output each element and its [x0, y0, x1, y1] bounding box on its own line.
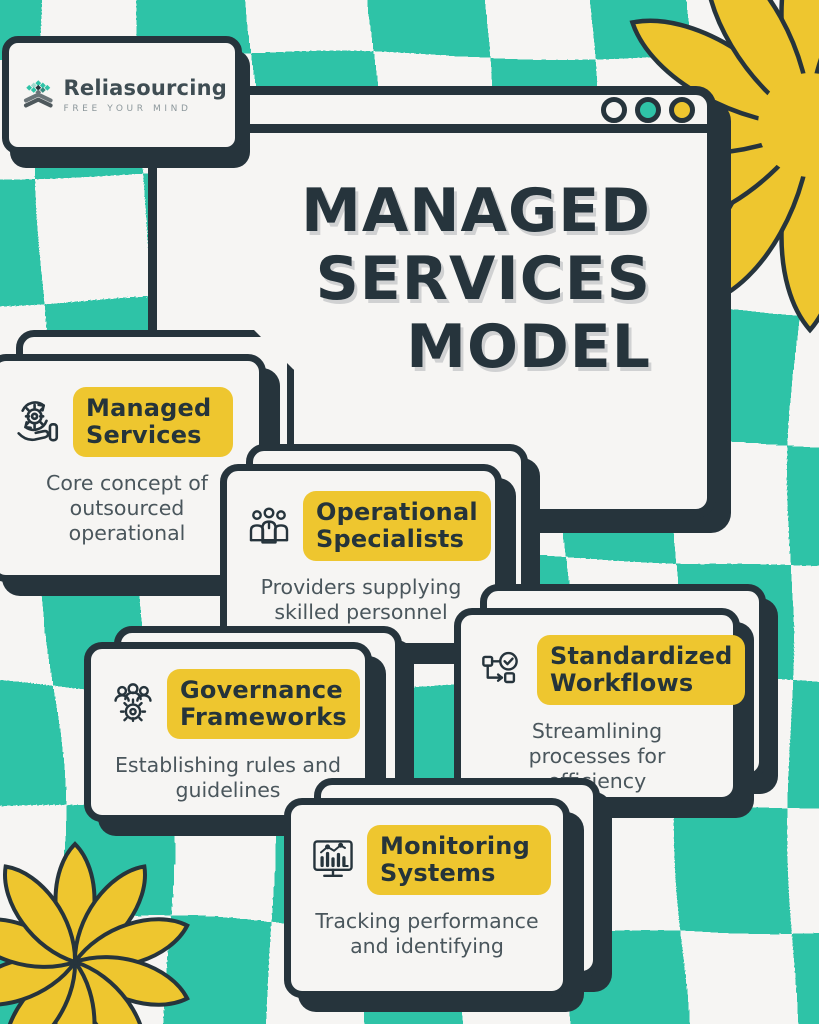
card-description: Providers supplying skilled personnel [260, 575, 462, 624]
card-title-badge: Monitoring Systems [367, 825, 560, 895]
window-dot-teal-icon [635, 96, 661, 123]
card-title-badge: Managed Services [73, 387, 242, 457]
card-operational-specialists: Operational Specialists Providers supply… [220, 444, 528, 650]
brand-text: Reliasourcing FREE YOUR MIND [64, 76, 227, 114]
window-dot-yellow-icon [669, 96, 695, 123]
page-title-line: MODEL [406, 312, 651, 382]
card-description: Tracking performance and identifying [315, 909, 539, 958]
browser-title-bar [157, 95, 707, 133]
page-title: MANAGED SERVICES MODEL [157, 177, 707, 381]
daisy-flower-icon [0, 841, 190, 1024]
card-description: Core concept of outsourced operational [46, 471, 208, 545]
team-icon [249, 507, 289, 544]
brand-tagline: FREE YOUR MIND [63, 104, 192, 114]
window-dot-white-icon [601, 96, 627, 123]
page-title-line: SERVICES [315, 244, 651, 314]
monitor-chart-icon [313, 840, 353, 878]
flowchart-check-icon [482, 651, 518, 684]
brand-logo-card: Reliasourcing FREE YOUR MIND [2, 36, 242, 154]
brand-name: Reliasourcing [63, 76, 227, 100]
card-title-badge: Governance Frameworks [167, 669, 369, 739]
card-title-badge: Standardized Workflows [537, 635, 755, 705]
layered-diamonds-logo-icon [23, 80, 53, 108]
hand-gear-icon [17, 401, 59, 442]
people-gear-icon [114, 683, 152, 723]
page-title-line: MANAGED [301, 176, 651, 246]
card-description: Establishing rules and guidelines [114, 753, 342, 802]
browser-window-card: MANAGED SERVICES MODEL [148, 86, 716, 518]
card-monitoring-systems: Monitoring Systems Tracking performance … [284, 778, 600, 998]
card-standardized-workflows: Standardized Workflows Streamlining proc… [454, 584, 766, 804]
card-title-badge: Operational Specialists [303, 491, 500, 561]
